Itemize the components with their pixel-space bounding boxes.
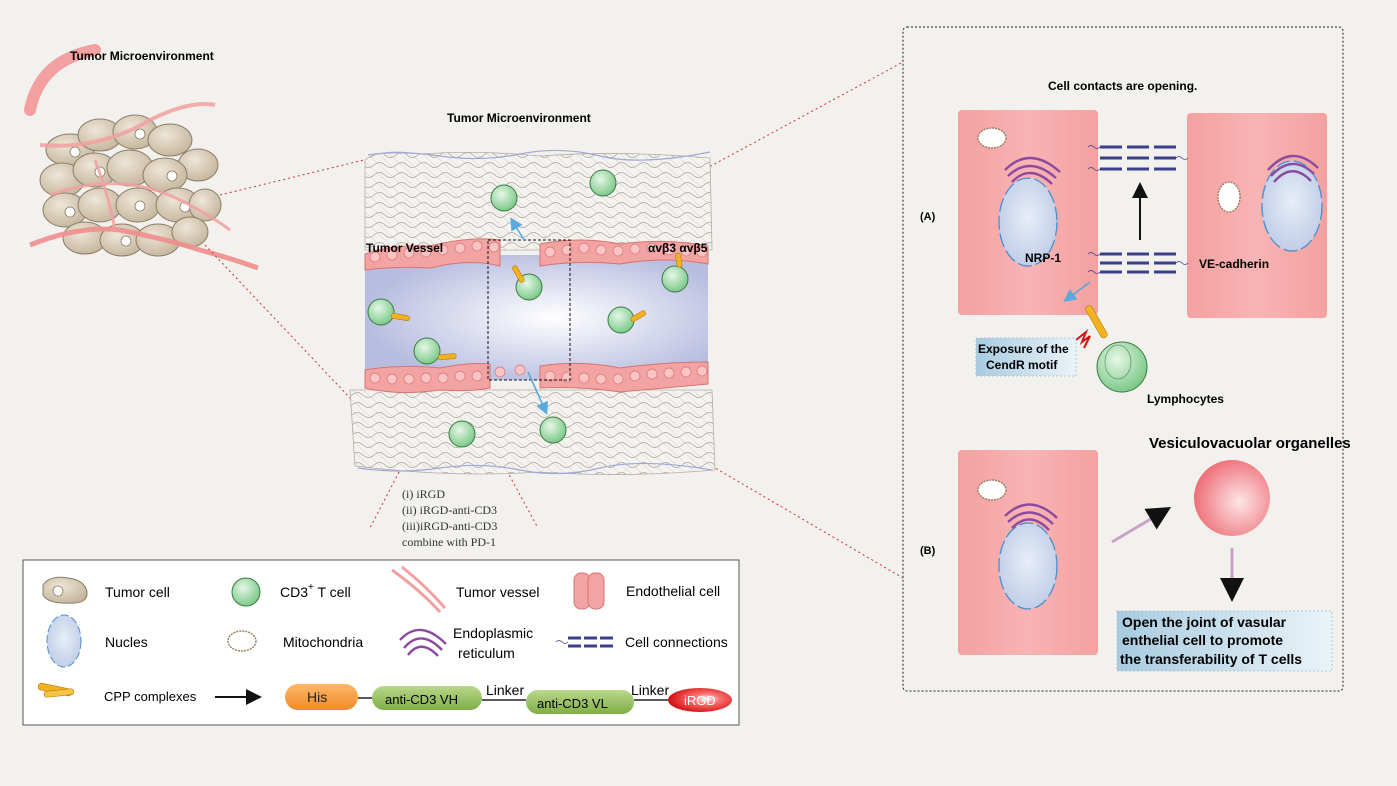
panel-b-label: (B) [920,545,936,557]
legend-endothelial: Endothelial cell [626,583,720,599]
cendr-line2: CendR motif [986,358,1058,372]
treatment-4: combine with PD-1 [402,535,496,549]
legend-mitochondria: Mitochondria [283,634,363,650]
legend-er-line1: Endoplasmic [453,625,533,641]
t-cells-center [367,169,689,448]
vesiculovacuolar-organelle [1194,460,1270,536]
tumor-cluster [24,44,259,271]
legend-vl: anti-CD3 VL [537,696,608,711]
nucleus [998,522,1058,610]
legend-row-1 [42,565,605,614]
tumor-vessel-label: Tumor Vessel [366,241,443,255]
vl-domain [526,690,634,714]
legend-his: His [307,689,327,705]
cendr-bolt-icon [1075,328,1091,349]
cell-connections-icon [555,636,613,648]
vh-domain [372,686,482,710]
integrins-label: αvβ3 αvβ5 [648,241,708,255]
cendr-box [975,337,1077,377]
his-tag [285,684,358,710]
upper-endothelium [364,238,709,271]
legend-vh: anti-CD3 VH [385,692,458,707]
legend-tumor-vessel: Tumor vessel [456,584,540,600]
legend-row-2 [46,614,613,668]
tumor-vessel-strand [24,44,101,116]
mitochondria-icon [227,630,257,652]
cadherin-lower [1100,252,1176,274]
irgd-peptide [668,688,732,712]
nucleus [998,177,1058,267]
mitochondria-icon [1217,181,1241,213]
arrow-to-vesicle [1111,506,1172,544]
lymphocyte [1096,341,1148,393]
upper-stroma [364,151,713,251]
cpp-complexes-center [391,253,683,361]
cendr-line1: Exposure of the [978,342,1069,356]
zoom-box [487,239,571,381]
legend-connections: Cell connections [625,634,728,650]
tumor-cell-icon [42,576,88,604]
legend-cd3: CD3+ T cell [280,582,351,600]
cell-contacts-label: Cell contacts are opening. [1048,79,1197,93]
er-icon [399,628,447,657]
legend-irgd: iRGD [684,693,716,708]
lower-stroma [349,389,716,475]
tumor-vessel-icon [391,565,447,614]
panel-a-label: (A) [920,211,936,223]
tme-left-label: Tumor Microenvironment [70,49,214,63]
result-box [1116,610,1333,672]
cpp-complex-icon [37,682,75,698]
legend-nucles: Nucles [105,634,148,650]
ve-cadherin-label: VE-cadherin [1199,257,1269,271]
treatment-list: (i) iRGD (ii) iRGD-anti-CD3 (iii)iRGD-an… [402,487,497,549]
vessel-lumen [365,255,708,380]
er-icon [1004,156,1061,185]
legend-cpp: CPP complexes [104,689,197,704]
panel-b [958,450,1333,672]
t-cell-icon [231,577,261,607]
legend-er-line2: reticulum [458,645,515,661]
nucleus [1261,160,1323,252]
lower-endothelium [364,361,709,394]
nrp1-label: NRP-1 [1025,251,1061,265]
cadherin-upper [1100,145,1176,171]
er-icon [1004,503,1058,531]
legend-row-3 [37,682,732,714]
mitochondria-icon [977,127,1007,149]
treatment-2: (ii) iRGD-anti-CD3 [402,503,497,517]
panel-a [958,110,1327,393]
detail-panel [902,26,1344,692]
legend-linker2: Linker [631,682,669,698]
endothelial-cell-icon [573,572,605,610]
vessel-section [349,149,716,475]
mitochondria-icon [977,479,1007,501]
treatment-1: (i) iRGD [402,487,445,501]
treatment-3: (iii)iRGD-anti-CD3 [402,519,497,533]
result-line3: the transferability of T cells [1120,651,1302,667]
legend-tumor-cell: Tumor cell [105,584,170,600]
lymphocytes-label: Lymphocytes [1147,392,1224,406]
result-line2: enthelial cell to promote [1122,632,1283,648]
cpp-complex-icon [1085,305,1108,339]
nucleus-icon [46,614,82,668]
result-line1: Open the joint of vasular [1122,614,1287,630]
vesiculo-label: Vesiculovacuolar organelles [1149,435,1351,452]
tme-center-label: Tumor Microenvironment [447,111,591,125]
legend-linker1: Linker [486,682,524,698]
er-icon [1267,154,1319,183]
